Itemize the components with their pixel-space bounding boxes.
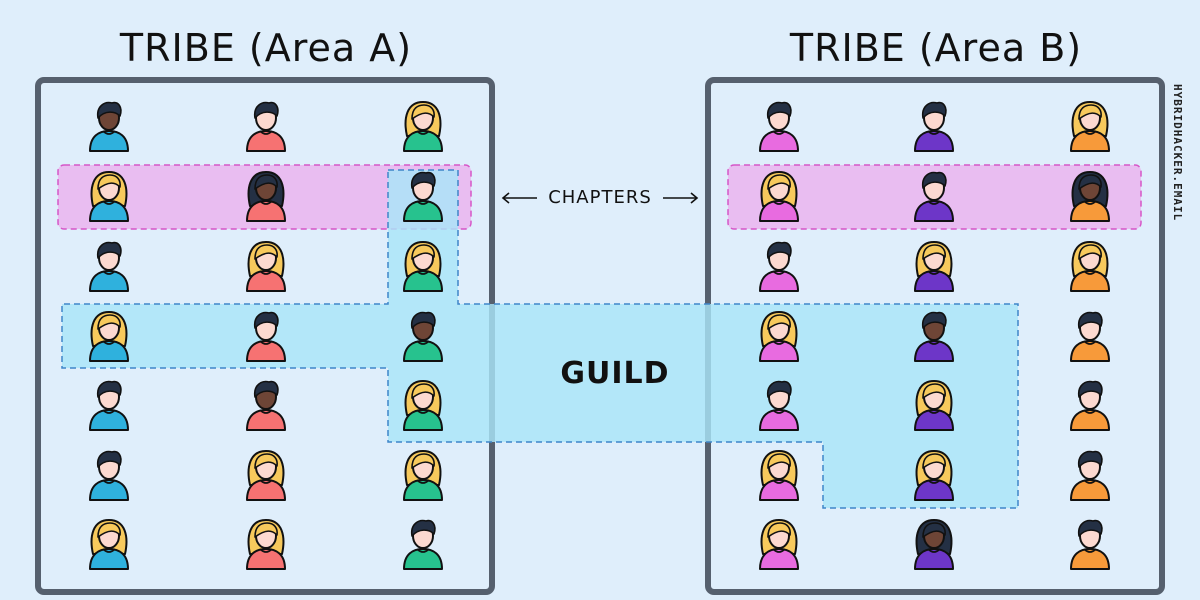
person-icon-tribe-a-c1-r2: [89, 171, 129, 222]
person-icon-tribe-a-c3-r7: [403, 519, 443, 570]
chapters-label: CHAPTERS: [548, 187, 652, 208]
person-icon-tribe-a-c1-r7: [89, 519, 129, 570]
person-icon-tribe-b-c2-r5: [914, 380, 954, 431]
person-icon-tribe-a-c1-r1: [89, 101, 129, 152]
person-icon-tribe-b-c1-r4: [759, 311, 799, 362]
watermark-text: HYBRIDHACKER.EMAIL: [1171, 84, 1184, 222]
person-icon-tribe-a-c3-r6: [403, 450, 443, 501]
person-icon-tribe-b-c2-r7: [914, 519, 954, 570]
person-icon-tribe-a-c3-r2: [403, 171, 443, 222]
person-icon-tribe-a-c2-r4: [246, 311, 286, 362]
person-icon-tribe-b-c1-r3: [759, 241, 799, 292]
person-icon-tribe-b-c3-r5: [1070, 380, 1110, 431]
people-layer: [89, 101, 1110, 570]
person-icon-tribe-a-c1-r3: [89, 241, 129, 292]
chapters-arrow-right: [663, 192, 699, 204]
tribe-b-title: TRIBE (Area B): [789, 26, 1083, 70]
person-icon-tribe-a-c2-r1: [246, 101, 286, 152]
person-icon-tribe-a-c2-r7: [246, 519, 286, 570]
person-icon-tribe-b-c2-r1: [914, 101, 954, 152]
person-icon-tribe-a-c3-r4: [403, 311, 443, 362]
person-icon-tribe-b-c3-r4: [1070, 311, 1110, 362]
person-icon-tribe-b-c1-r6: [759, 450, 799, 501]
person-icon-tribe-b-c3-r1: [1070, 101, 1110, 152]
tribe-a-title: TRIBE (Area A): [119, 26, 413, 70]
person-icon-tribe-a-c3-r3: [403, 241, 443, 292]
person-icon-tribe-a-c2-r5: [246, 380, 286, 431]
chapters-arrow-left: [501, 192, 537, 204]
person-icon-tribe-a-c1-r4: [89, 311, 129, 362]
person-icon-tribe-b-c3-r3: [1070, 241, 1110, 292]
person-icon-tribe-a-c3-r5: [403, 380, 443, 431]
person-icon-tribe-a-c2-r3: [246, 241, 286, 292]
person-icon-tribe-a-c3-r1: [403, 101, 443, 152]
person-icon-tribe-b-c3-r6: [1070, 450, 1110, 501]
person-icon-tribe-b-c3-r2: [1070, 171, 1110, 222]
person-icon-tribe-b-c1-r5: [759, 380, 799, 431]
guild-label: GUILD: [560, 356, 670, 391]
person-icon-tribe-a-c2-r2: [246, 171, 286, 222]
person-icon-tribe-b-c2-r6: [914, 450, 954, 501]
person-icon-tribe-a-c1-r6: [89, 450, 129, 501]
person-icon-tribe-a-c2-r6: [246, 450, 286, 501]
person-icon-tribe-b-c1-r7: [759, 519, 799, 570]
person-icon-tribe-a-c1-r5: [89, 380, 129, 431]
person-icon-tribe-b-c2-r2: [914, 171, 954, 222]
person-icon-tribe-b-c1-r2: [759, 171, 799, 222]
person-icon-tribe-b-c3-r7: [1070, 519, 1110, 570]
person-icon-tribe-b-c1-r1: [759, 101, 799, 152]
person-icon-tribe-b-c2-r4: [914, 311, 954, 362]
person-icon-tribe-b-c2-r3: [914, 241, 954, 292]
